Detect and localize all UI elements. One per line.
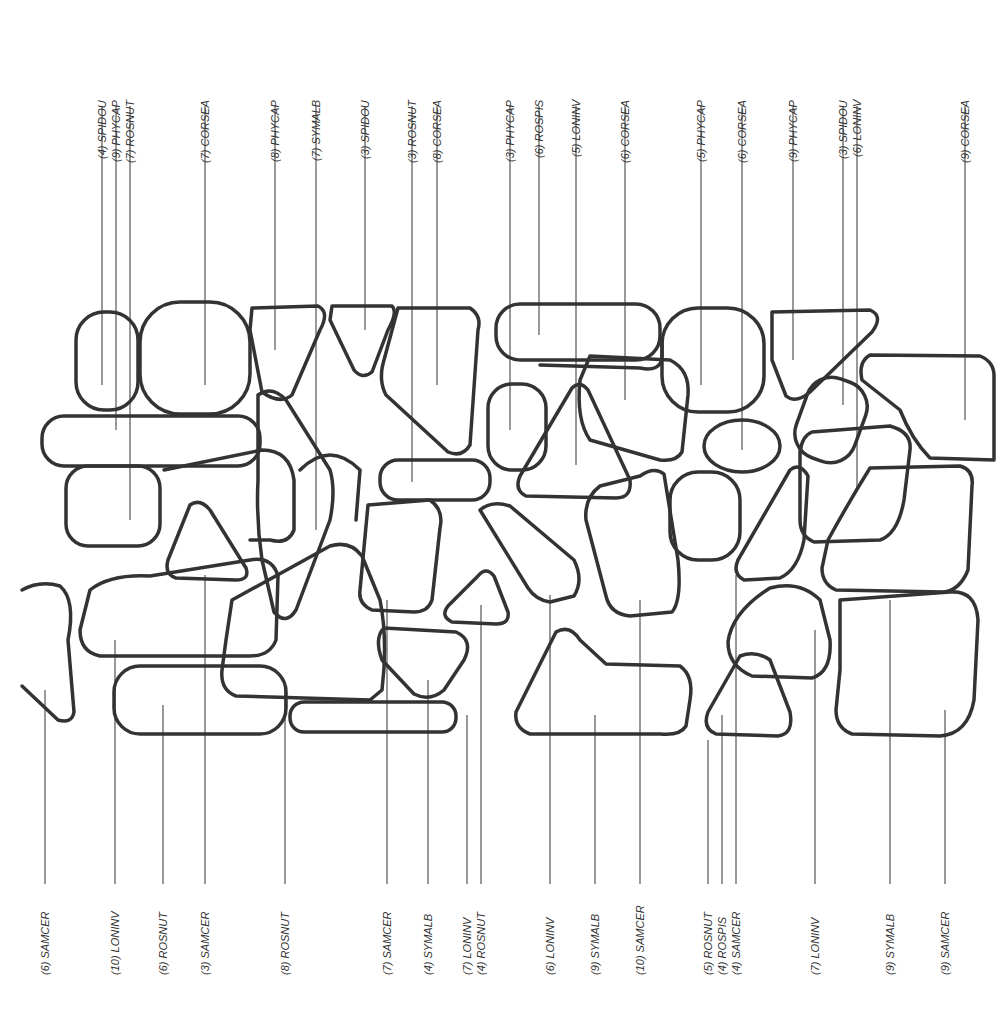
plant-label: (4) ROSNUT	[475, 912, 488, 975]
plant-label: (9) SYMALB	[884, 914, 897, 975]
plant-label: (3) SAMCER	[199, 911, 212, 975]
plant-label: (6) LONINV	[851, 100, 864, 157]
leader-lines	[45, 106, 965, 884]
plant-label: (5) PHYCAP	[695, 100, 708, 162]
plant-label: (3) ROSNUT	[406, 100, 419, 163]
plant-label: (9) CORSEA	[959, 100, 972, 163]
plant-label: (4) ROSPIS	[716, 917, 729, 975]
plant-label: (10) LONINV	[109, 911, 122, 975]
plant-label: (6) ROSNUT	[157, 912, 170, 975]
plant-label: (5) ROSNUT	[702, 912, 715, 975]
plant-label: (9) PHYCAP	[787, 100, 800, 162]
plant-label: (8) CORSEA	[431, 100, 444, 163]
plant-label: (9) SYMALB	[589, 914, 602, 975]
plant-label: (3) SPIDOU	[359, 100, 372, 159]
plant-label: (9) PHYCAP	[110, 100, 123, 162]
plant-label: (7) SAMCER	[381, 911, 394, 975]
plant-label: (10) SAMCER	[634, 905, 647, 975]
plant-label: (5) LONINV	[570, 100, 583, 157]
plant-label: (4) SPIDOU	[96, 100, 109, 159]
plant-label: (4) SAMCER	[730, 911, 743, 975]
plant-label: (6) ROSPIS	[533, 100, 546, 158]
plant-label: (6) SAMCER	[39, 911, 52, 975]
plant-label: (7) ROSNUT	[124, 100, 137, 163]
plant-label: (6) CORSEA	[736, 100, 749, 163]
plant-label: (4) SYMALB	[422, 914, 435, 975]
plant-label: (9) SAMCER	[939, 911, 952, 975]
plant-label: (7) CORSEA	[199, 100, 212, 163]
plant-label: (3) PHYCAP	[504, 100, 517, 162]
plant-label: (8) PHYCAP	[269, 100, 282, 162]
plant-label: (7) LONINV	[809, 918, 822, 975]
plant-label: (7) LONINV	[461, 918, 474, 975]
plant-label: (8) ROSNUT	[279, 912, 292, 975]
plant-label: (7) SYMALB	[310, 100, 323, 161]
plant-label: (6) LONINV	[544, 918, 557, 975]
plant-label: (6) CORSEA	[619, 100, 632, 163]
plant-label: (3) SPIDOU	[837, 100, 850, 159]
